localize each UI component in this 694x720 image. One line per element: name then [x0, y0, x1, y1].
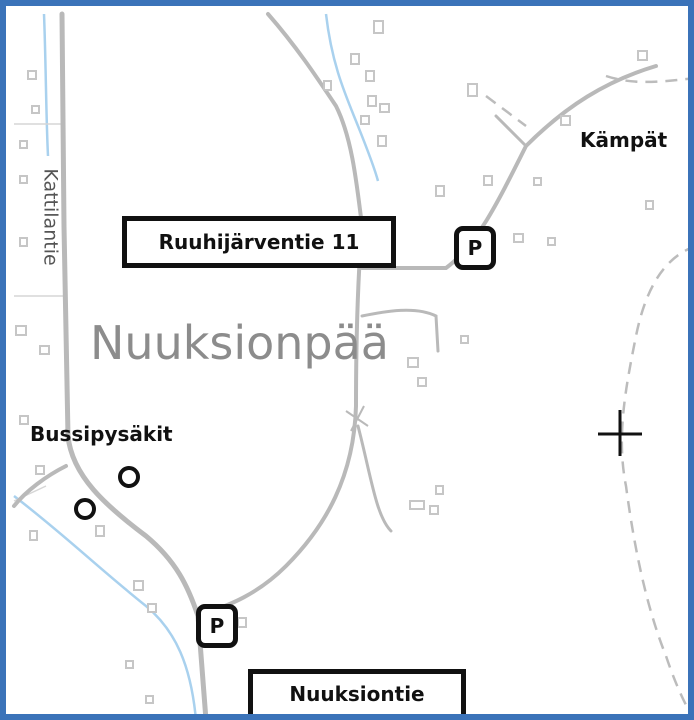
- village-label: Nuuksionpää: [90, 316, 389, 370]
- street-label-kattilantie: Kattilantie: [39, 168, 62, 266]
- bus-stop-icon: [118, 466, 140, 488]
- parking-icon-south: P: [196, 604, 238, 648]
- bus-stop-icon: [74, 498, 96, 520]
- junction-mark-icon: [345, 405, 369, 432]
- road-branch: [494, 114, 528, 148]
- address-box: Ruuhijärventie 11: [122, 216, 396, 268]
- road-west-spur: [12, 464, 68, 508]
- kampat-label: Kämpät: [580, 128, 668, 152]
- road-box-nuuksiontie: Nuuksiontie: [248, 669, 466, 714]
- road-ruuhijarventie: [202, 224, 364, 616]
- road-south-loop: [356, 424, 393, 533]
- bus-stops-label: Bussipysäkit: [30, 422, 173, 446]
- road-north: [266, 12, 364, 228]
- stream-west: [42, 13, 50, 157]
- stream-north: [324, 13, 380, 182]
- dashed-trails: [485, 74, 688, 712]
- parking-icon-north: P: [454, 226, 496, 270]
- road-to-parking: [360, 64, 658, 270]
- road-east: [360, 308, 440, 353]
- stream-south: [13, 495, 197, 714]
- road-kattilantie: [59, 11, 209, 714]
- buildings: [15, 20, 654, 704]
- crosshair-icon: [598, 410, 642, 456]
